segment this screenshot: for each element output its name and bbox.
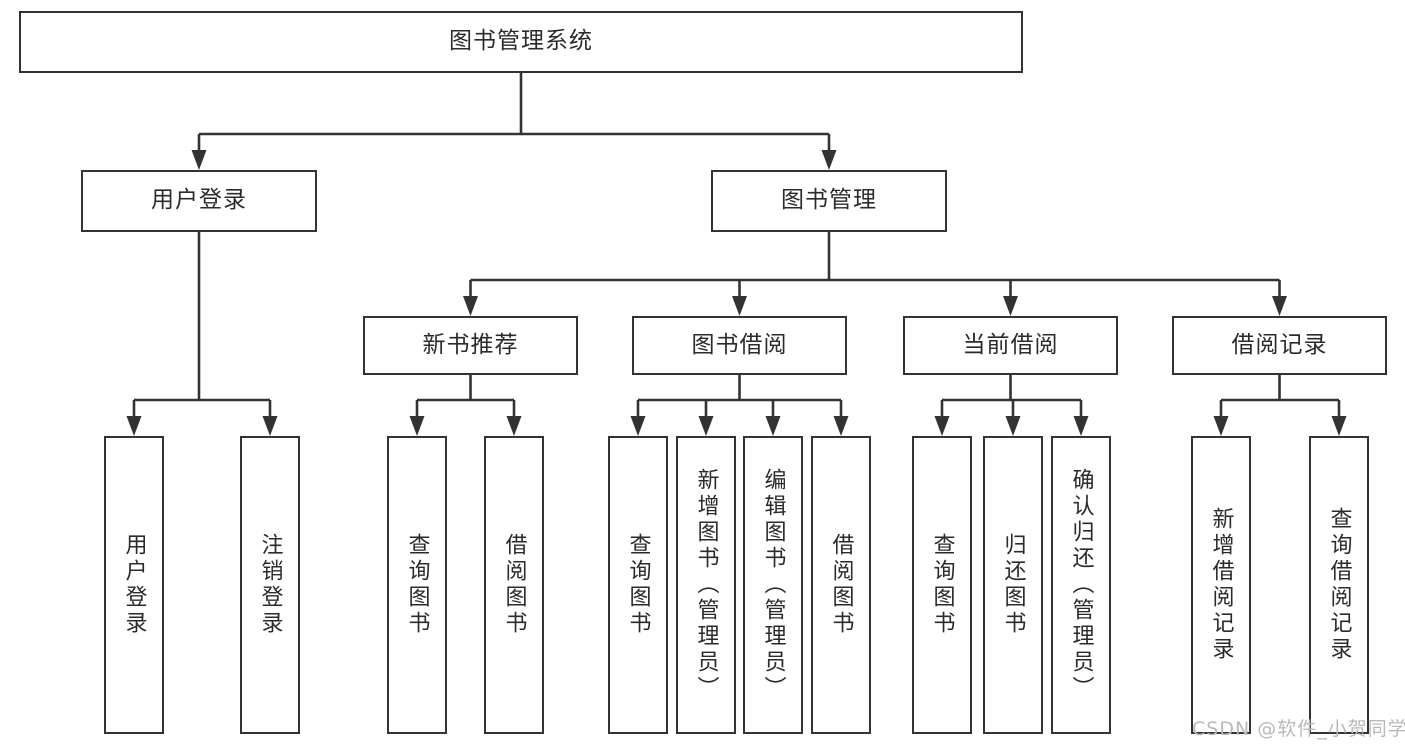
node-leaf-bor-4[interactable]: 借阅图书: [811, 436, 871, 734]
node-leaf-new-1[interactable]: 查询图书: [387, 436, 447, 734]
node-label: 图书管理: [781, 187, 877, 214]
node-label: 新增借阅记录: [1208, 507, 1234, 663]
node-label: 注销登录: [257, 533, 283, 637]
arrowhead-borrow-leaf-bor-3: [765, 416, 781, 436]
node-label: 新书推荐: [422, 331, 519, 358]
node-label: 查询图书: [404, 533, 430, 637]
node-current[interactable]: 当前借阅: [903, 316, 1118, 375]
arrowhead-borrow-leaf-bor-1: [630, 416, 646, 436]
node-leaf-login-2[interactable]: 注销登录: [240, 436, 300, 734]
node-label: 借阅图书: [501, 533, 527, 637]
arrowhead-records-leaf-rec-2: [1331, 416, 1347, 436]
arrowhead-root-bookmgmt: [821, 150, 837, 170]
node-leaf-bor-3[interactable]: 编辑图书（管理员）: [743, 436, 803, 734]
node-label: 图书管理系统: [449, 28, 593, 55]
arrowhead-current-leaf-cur-1: [934, 416, 950, 436]
node-records[interactable]: 借阅记录: [1172, 316, 1387, 375]
node-label: 图书借阅: [691, 331, 788, 358]
node-leaf-cur-1[interactable]: 查询图书: [912, 436, 972, 734]
arrowhead-current-leaf-cur-3: [1073, 416, 1089, 436]
node-label: 编辑图书（管理员）: [760, 468, 786, 702]
node-leaf-login-1[interactable]: 用户登录: [104, 436, 164, 734]
arrowhead-bookmgmt-newbook: [463, 296, 478, 316]
node-label: 用户登录: [121, 533, 147, 637]
arrowhead-bookmgmt-current: [1003, 296, 1018, 316]
arrowhead-current-leaf-cur-2: [1005, 416, 1021, 436]
node-leaf-rec-2[interactable]: 查询借阅记录: [1309, 436, 1369, 734]
node-label: 确认归还（管理员）: [1068, 468, 1094, 702]
node-root[interactable]: 图书管理系统: [19, 11, 1023, 73]
watermark-label: CSDN @软件_小贺同学: [1192, 718, 1405, 740]
node-label: 新增图书（管理员）: [693, 468, 719, 702]
arrowhead-bookmgmt-records: [1272, 296, 1287, 316]
node-label: 当前借阅: [962, 331, 1059, 358]
node-borrow[interactable]: 图书借阅: [632, 316, 847, 375]
arrowhead-borrow-leaf-bor-2: [698, 416, 714, 436]
node-newbook[interactable]: 新书推荐: [363, 316, 578, 375]
arrowhead-newbook-leaf-new-1: [409, 416, 425, 436]
node-leaf-rec-1[interactable]: 新增借阅记录: [1191, 436, 1251, 734]
node-bookmgmt[interactable]: 图书管理: [711, 170, 947, 232]
node-leaf-bor-2[interactable]: 新增图书（管理员）: [676, 436, 736, 734]
node-label: 归还图书: [1000, 533, 1026, 637]
node-leaf-bor-1[interactable]: 查询图书: [608, 436, 668, 734]
arrowhead-root-login: [191, 150, 207, 170]
node-login[interactable]: 用户登录: [81, 170, 317, 232]
node-label: 用户登录: [151, 187, 247, 214]
node-label: 查询图书: [625, 533, 651, 637]
arrowhead-newbook-leaf-new-2: [506, 416, 522, 436]
node-label: 借阅图书: [828, 533, 854, 637]
arrowhead-borrow-leaf-bor-4: [833, 416, 849, 436]
arrowhead-bookmgmt-borrow: [732, 296, 747, 316]
node-leaf-cur-3[interactable]: 确认归还（管理员）: [1051, 436, 1111, 734]
node-leaf-new-2[interactable]: 借阅图书: [484, 436, 544, 734]
arrowhead-login-leaf-login-1: [126, 416, 142, 436]
node-leaf-cur-2[interactable]: 归还图书: [983, 436, 1043, 734]
node-label: 查询图书: [929, 533, 955, 637]
node-label: 查询借阅记录: [1326, 507, 1352, 663]
node-label: 借阅记录: [1231, 331, 1328, 358]
arrowhead-records-leaf-rec-1: [1213, 416, 1229, 436]
arrowhead-login-leaf-login-2: [262, 416, 278, 436]
